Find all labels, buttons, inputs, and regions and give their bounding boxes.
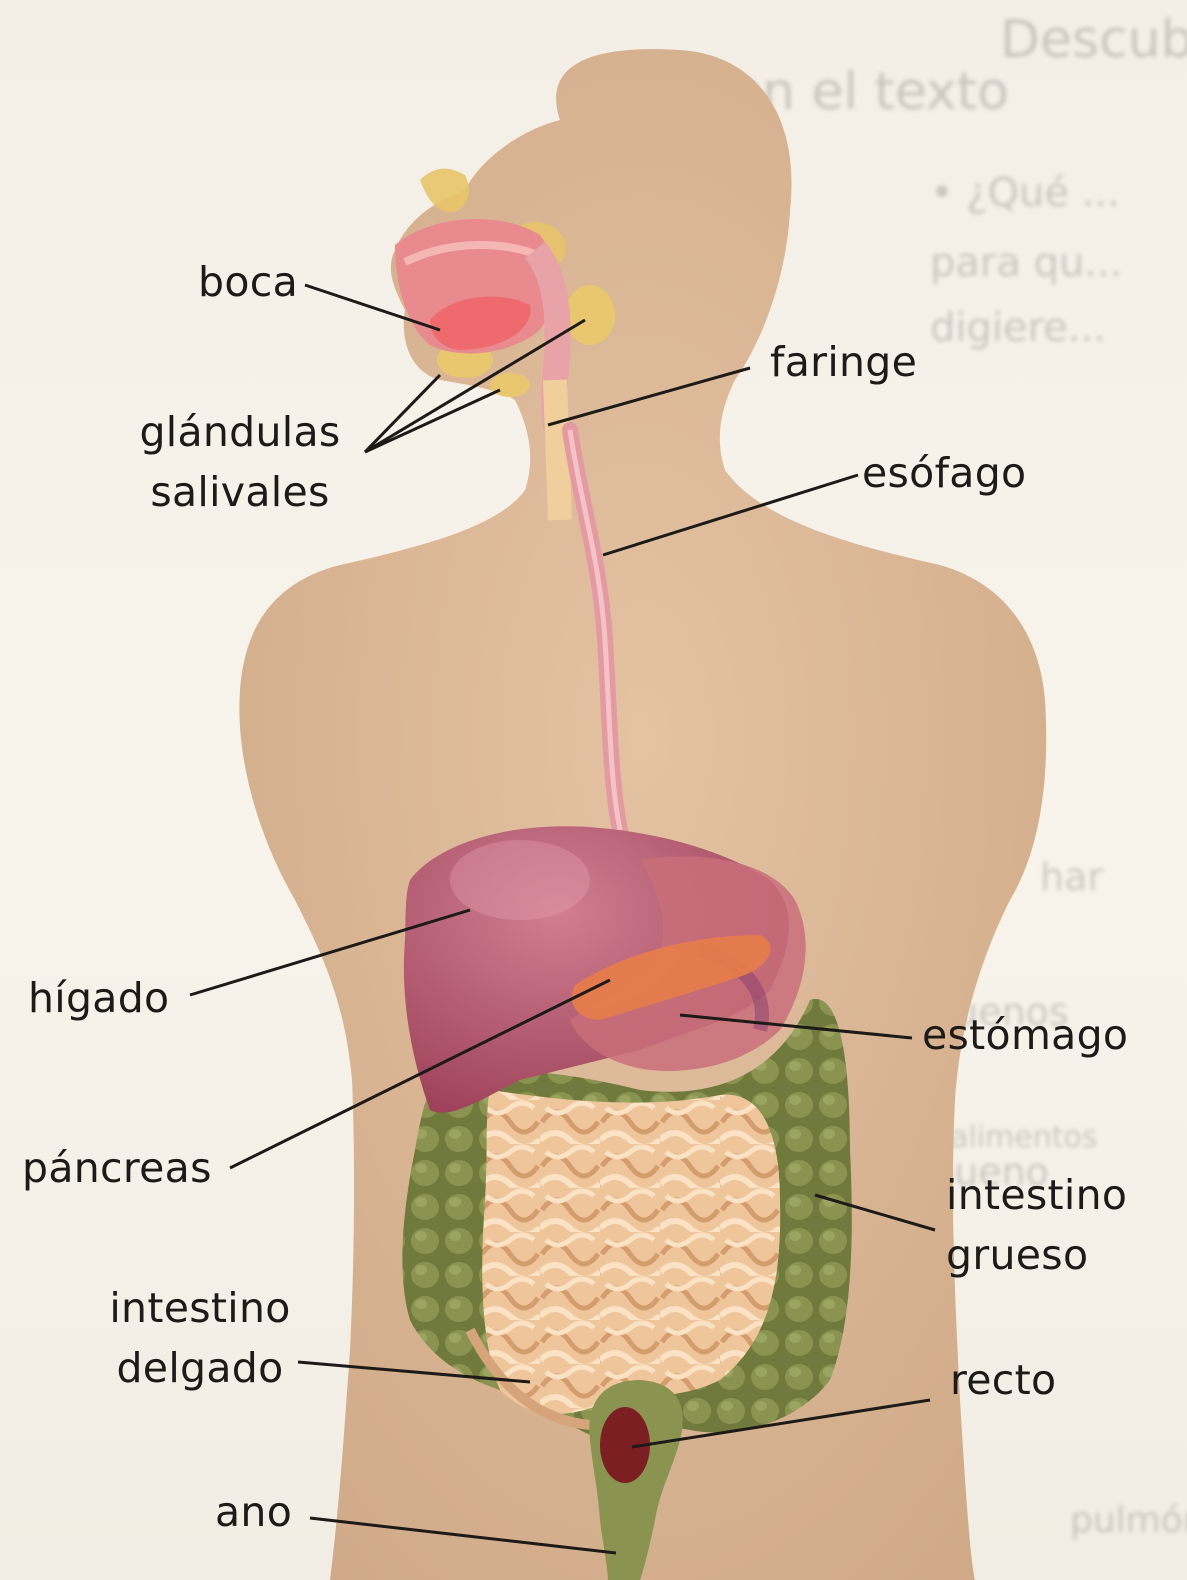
larynx bbox=[555, 380, 560, 520]
label-boca: boca bbox=[170, 252, 298, 312]
label-higado: hígado bbox=[28, 968, 169, 1028]
parotid-gland bbox=[565, 285, 615, 345]
small-intestine bbox=[482, 1090, 780, 1414]
label-intestino-delgado: intestino delgado bbox=[100, 1278, 300, 1398]
nasal-cavity bbox=[420, 169, 469, 212]
label-intestino-delgado-line1: intestino bbox=[100, 1278, 300, 1338]
label-pancreas: páncreas bbox=[22, 1138, 212, 1198]
label-esofago: esófago bbox=[862, 443, 1026, 503]
label-glandulas-salivales: glándulas salivales bbox=[120, 402, 360, 522]
label-ano: ano bbox=[215, 1482, 292, 1542]
label-estomago: estómago bbox=[922, 1005, 1128, 1065]
label-intestino-delgado-line2: delgado bbox=[100, 1338, 300, 1398]
label-intestino-grueso-line1: intestino bbox=[946, 1165, 1127, 1225]
line-glandulas-2 bbox=[365, 390, 500, 452]
label-glandulas-line1: glándulas bbox=[120, 402, 360, 462]
label-recto: recto bbox=[950, 1350, 1056, 1410]
label-intestino-grueso: intestino grueso bbox=[946, 1165, 1127, 1285]
label-intestino-grueso-line2: grueso bbox=[946, 1225, 1127, 1285]
label-glandulas-line2: salivales bbox=[120, 462, 360, 522]
label-faringe: faringe bbox=[770, 332, 917, 392]
